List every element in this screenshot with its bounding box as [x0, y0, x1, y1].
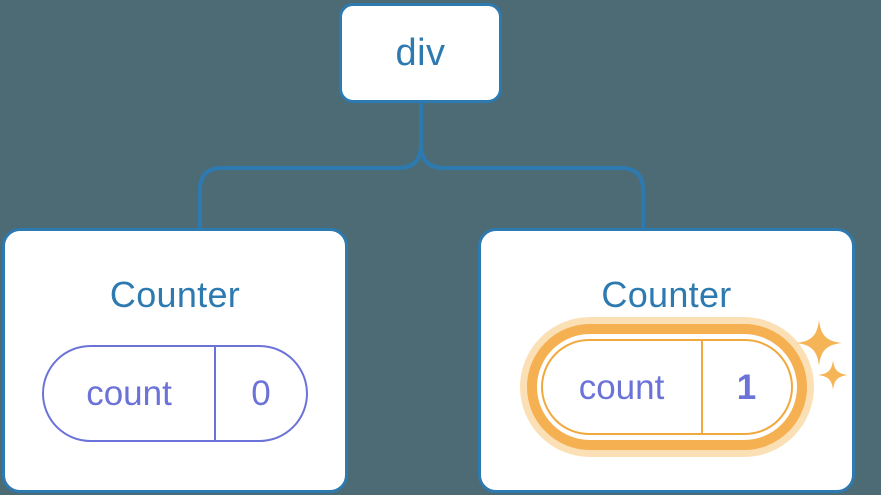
sparkle-icon — [796, 320, 842, 366]
tree-node-counter-right[interactable]: Counter count 1 — [478, 228, 855, 493]
counter-left-state-key: count — [44, 347, 216, 440]
tree-node-counter-left[interactable]: Counter count 0 — [2, 228, 348, 493]
counter-right-state-pill-wrap: count 1 — [519, 317, 814, 457]
counter-right-title: Counter — [601, 274, 732, 315]
counter-left-state-value: 0 — [251, 374, 271, 413]
sparkle-icon — [818, 360, 848, 390]
connector-right-branch — [419, 101, 645, 232]
counter-left-state-pill[interactable]: count 0 — [42, 345, 308, 442]
tree-node-div[interactable]: div — [339, 3, 502, 103]
connector-left-branch — [198, 101, 423, 232]
counter-right-state-pill[interactable]: count 1 — [540, 339, 793, 435]
counter-right-state-value: 1 — [736, 367, 757, 407]
counter-right-state-key: count — [543, 341, 703, 433]
counter-left-title: Counter — [109, 274, 241, 315]
tree-node-div-label: div — [395, 32, 446, 74]
counter-left-state-pill-wrap: count 0 — [42, 345, 308, 442]
